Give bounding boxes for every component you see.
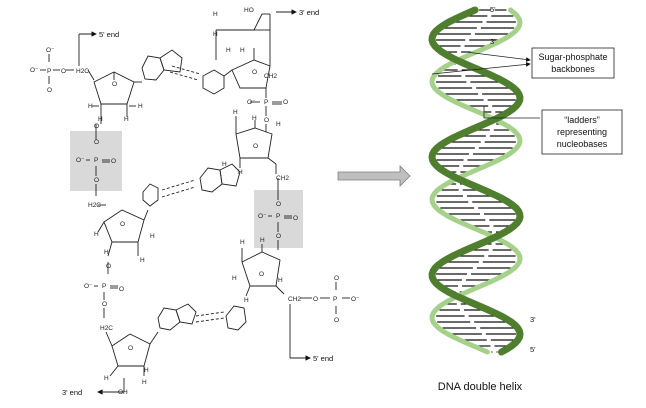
atom-h: H: [213, 31, 218, 38]
atom-o-minus: O⁻: [46, 47, 55, 54]
atom-o: O: [94, 123, 99, 130]
atom-o: O: [259, 271, 264, 278]
atom-o: O: [334, 317, 339, 324]
atom-o-minus: O⁻: [84, 283, 93, 290]
atom-o-minus: O⁻: [30, 67, 39, 74]
atom-o: O: [128, 345, 133, 352]
atom-o: O: [102, 301, 107, 308]
atom-o-minus: O⁻: [76, 157, 85, 164]
atom-ch2: H2C: [76, 68, 89, 75]
ladders-callout-line3: nucleobases: [557, 139, 608, 149]
atom-ch2: H2C: [100, 325, 113, 332]
helix-label-3-top: 3': [490, 37, 496, 46]
atom-o: O: [112, 81, 117, 88]
atom-h: H: [150, 233, 155, 240]
backbone-callout-line2: backbones: [551, 64, 595, 74]
dark-strand: [428, 6, 524, 356]
atom-o: O: [293, 215, 298, 222]
atom-p: P: [47, 68, 51, 75]
atom-o: O: [120, 221, 125, 228]
double-helix: [428, 6, 524, 356]
atom-o: O: [334, 275, 339, 282]
atom-o: O: [119, 286, 124, 293]
atom-p: P: [94, 157, 98, 164]
atom-h: H: [222, 161, 227, 168]
atom-o: O: [47, 87, 52, 94]
atom-o-minus: O⁻: [258, 213, 267, 220]
helix-caption: DNA double helix: [438, 381, 523, 393]
atom-o: O: [283, 99, 288, 106]
atom-h: H: [104, 249, 109, 256]
transition-arrow: [337, 165, 411, 187]
atom-o: O: [106, 263, 111, 270]
atom-h: H: [140, 257, 145, 264]
atom-ch2: CH2: [276, 175, 289, 182]
atom-o: O: [253, 143, 258, 150]
phosphate-highlight-right: [254, 190, 303, 248]
chemical-structure: [40, 9, 350, 395]
light-strand: [429, 7, 523, 355]
atom-o: O: [252, 69, 257, 76]
atom-ch2: H2C: [88, 202, 101, 209]
atom-ho: HO: [244, 7, 254, 14]
atom-h: H: [276, 121, 281, 128]
atom-labels: O⁻ O⁻ P O O H2C O H H H H O HO H H H H O…: [30, 7, 360, 396]
atom-h: H: [252, 115, 257, 122]
ladders-callout: “ladders” representing nucleobases: [483, 106, 623, 155]
atom-ch2: CH2: [288, 296, 301, 303]
atom-o: O: [264, 117, 269, 124]
end-label-bottom-right: 5' end: [313, 354, 333, 363]
backbone-callout-line1: Sugar-phosphate: [538, 52, 607, 62]
atom-o: O: [61, 68, 66, 75]
atom-h: H: [232, 275, 237, 282]
atom-oh: OH: [118, 389, 128, 396]
atom-p: P: [276, 213, 280, 220]
atom-p: P: [102, 283, 106, 290]
atom-ch2: CH2: [264, 73, 277, 80]
atom-h: H: [98, 116, 103, 123]
atom-h: H: [144, 367, 149, 374]
end-label-bottom-left: 3' end: [62, 388, 82, 397]
atom-o: O: [313, 296, 318, 303]
end-label-top-right: 3' end: [299, 8, 319, 17]
atom-h: H: [240, 239, 245, 246]
atom-o: O: [276, 201, 281, 208]
atom-o: O: [111, 158, 116, 165]
atom-h: H: [213, 11, 218, 18]
atom-h: H: [88, 103, 93, 110]
atom-o: O: [276, 233, 281, 240]
atom-h: H: [278, 277, 283, 284]
phosphate-highlight-left: [70, 131, 122, 191]
helix-label-3-bottom: 3': [530, 315, 536, 324]
atom-h: H: [124, 116, 129, 123]
atom-o: O: [94, 139, 99, 146]
ladders-callout-line2: representing: [557, 127, 607, 137]
atom-h: H: [260, 237, 265, 244]
ladders-callout-line1: “ladders”: [564, 115, 600, 125]
atom-h: H: [142, 379, 147, 386]
atom-o-minus: O⁻: [247, 99, 256, 106]
atom-o-minus: O⁻: [351, 296, 360, 303]
helix-label-5-top: 5': [490, 5, 496, 14]
atom-h: H: [104, 375, 109, 382]
atom-h: H: [238, 169, 243, 176]
atom-h: H: [226, 47, 231, 54]
atom-h: H: [244, 297, 249, 304]
atom-p: P: [264, 99, 268, 106]
helix-label-5-bottom: 5': [530, 345, 536, 354]
atom-p: P: [333, 296, 337, 303]
atom-h: H: [138, 103, 143, 110]
atom-h: H: [240, 47, 245, 54]
atom-h: H: [233, 109, 238, 116]
end-label-top-left: 5' end: [99, 30, 119, 39]
atom-h: H: [94, 231, 99, 238]
atom-o: O: [94, 177, 99, 184]
backbone-callout: Sugar-phosphate backbones: [431, 47, 615, 79]
